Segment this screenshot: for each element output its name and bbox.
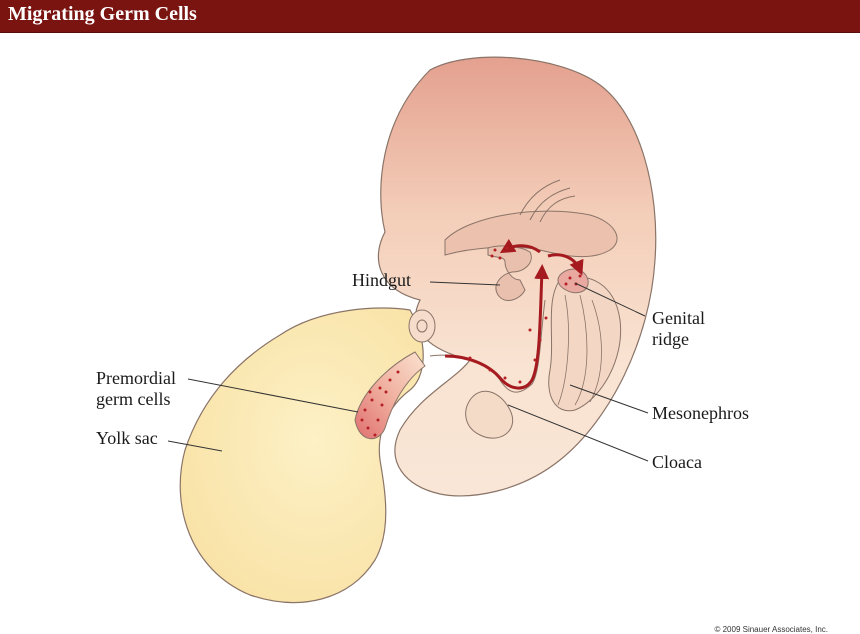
embryo-diagram (167, 56, 657, 604)
label-premordial-germ-cells: Premordial germ cells (96, 368, 176, 409)
yolk-stalk (354, 351, 426, 440)
title-bar: Migrating Germ Cells (0, 0, 860, 33)
migration-arrow-right (547, 253, 584, 276)
label-yolk-sac: Yolk sac (96, 428, 158, 448)
hindgut-tube (487, 245, 532, 301)
stalk-opening (408, 309, 436, 343)
label-mesonephros: Mesonephros (652, 403, 749, 423)
page-title: Migrating Germ Cells (8, 3, 197, 25)
migration-arrow-stalk (444, 264, 550, 390)
copyright-notice: © 2009 Sinauer Associates, Inc. (714, 625, 828, 634)
mesonephros-shape (548, 276, 622, 412)
label-cloaca: Cloaca (652, 452, 702, 472)
cloaca-shape (465, 390, 514, 439)
embryo-body (377, 56, 657, 497)
leader-lines (167, 281, 649, 462)
label-hindgut: Hindgut (352, 270, 412, 290)
label-genital-ridge: Genital ridge (652, 308, 705, 349)
germ-cell-dots (360, 246, 582, 437)
yolk-sac-shape (179, 307, 424, 604)
